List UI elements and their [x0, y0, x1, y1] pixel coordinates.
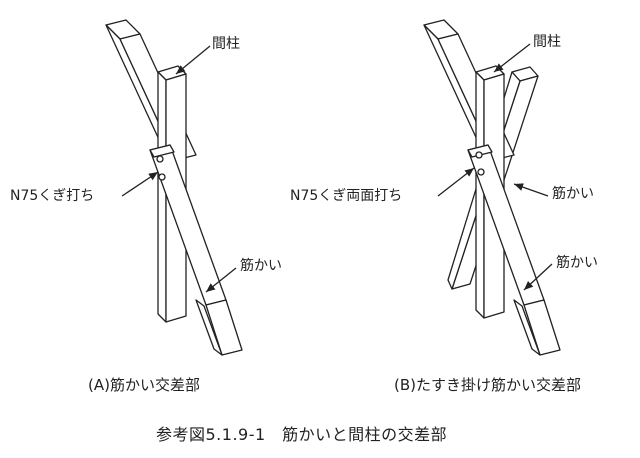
caption-a: (A)筋かい交差部 [88, 376, 200, 394]
nail-b-1 [475, 151, 483, 159]
diagram-b [423, 19, 561, 356]
leader-brace-b-upper [513, 183, 549, 197]
label-brace-a: 筋かい [240, 258, 282, 274]
diagram-a [105, 19, 243, 356]
figure-title: 参考図5.1.9-1 筋かいと間柱の交差部 [156, 425, 448, 444]
leader-nail-b [437, 167, 475, 197]
leader-nail-a [121, 171, 159, 197]
label-nail-b: N75くぎ両面打ち [290, 188, 403, 204]
leader-brace-a [205, 267, 237, 293]
label-post-b: 間柱 [533, 34, 561, 50]
label-post-a: 間柱 [212, 36, 240, 52]
leader-post-b [493, 43, 531, 73]
brace-a-lower [149, 144, 243, 356]
label-nail-a: N75くぎ打ち [10, 188, 95, 204]
nail-a-2 [158, 173, 166, 181]
brace-b-lower [467, 144, 561, 356]
leader-post-a [175, 45, 211, 75]
caption-b: (B)たすき掛け筋かい交差部 [394, 376, 581, 394]
nail-b-2 [477, 168, 485, 176]
label-brace-b-upper: 筋かい [552, 186, 594, 202]
leader-brace-b-lower [523, 263, 553, 291]
label-brace-b-lower: 筋かい [556, 255, 598, 271]
nail-a-1 [156, 155, 164, 163]
